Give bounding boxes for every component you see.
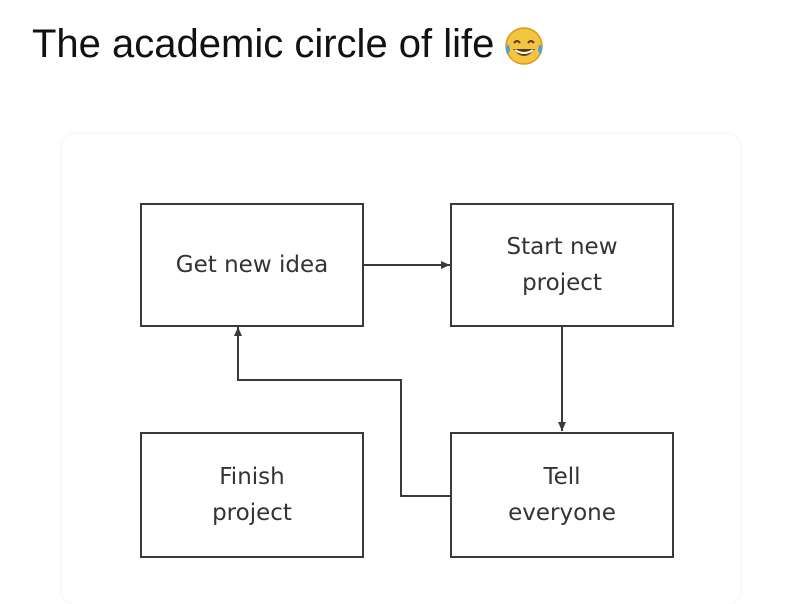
node-tell-everyone: Tell everyone [450, 432, 674, 558]
caption: The academic circle of life [32, 16, 546, 72]
node-get-new-idea-label: Get new idea [175, 252, 329, 278]
node-finish-project: Finish project [140, 432, 364, 558]
node-start-new-project: Start new project [450, 203, 674, 327]
node-get-new-idea: Get new idea [140, 203, 364, 327]
arrow-tell-everyone-to-get-idea [234, 327, 451, 497]
face-with-tears-of-joy-icon [505, 27, 544, 66]
caption-text: The academic circle of life [32, 22, 495, 66]
node-start-new-project-label: Start new project [506, 234, 618, 296]
node-tell-everyone-label: Tell everyone [508, 464, 616, 526]
node-finish-project-label: Finish project [212, 464, 292, 526]
